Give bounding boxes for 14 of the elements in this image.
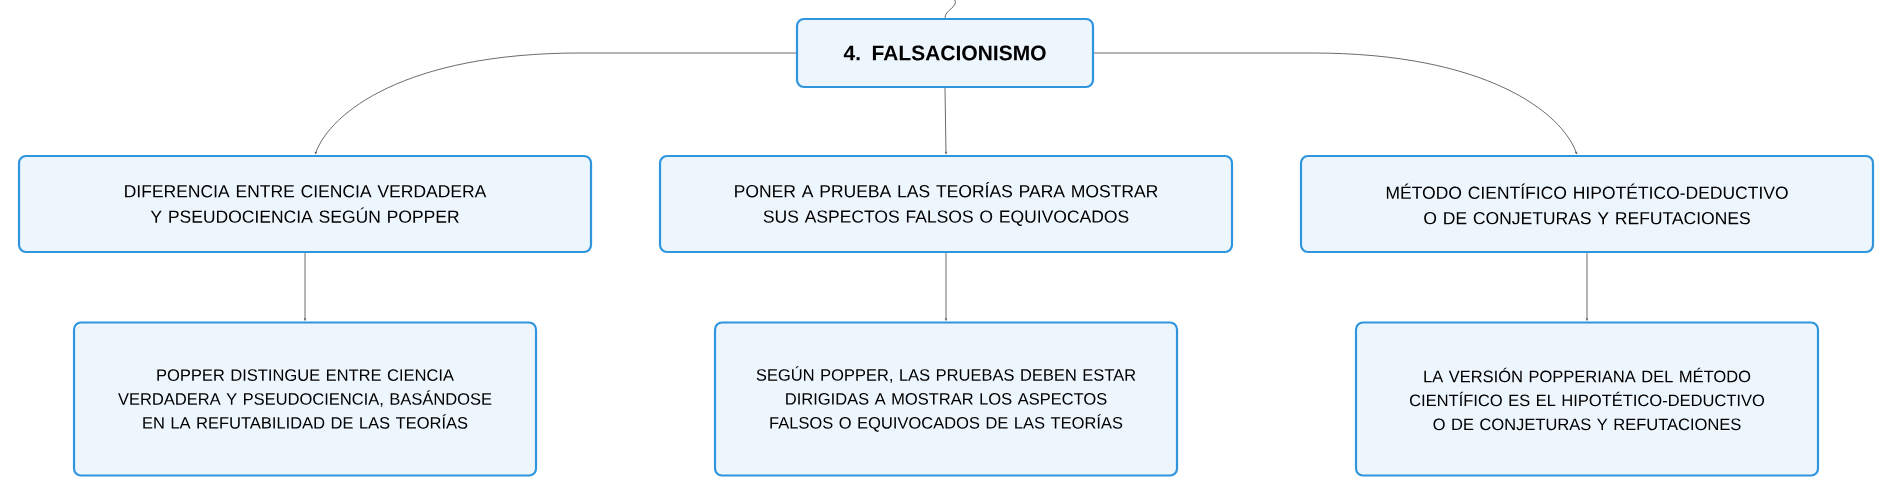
connector [944,0,956,19]
connector [1585,252,1589,321]
connector [314,52,797,155]
topic-box: 4. FALSACIONISMO [795,17,1095,89]
concept-box: MÉTODO CIENTÍFICO HIPOTÉTICO-DEDUCTIVO O DE CONJETURAS Y REFUTACIONES [1299,154,1875,254]
connector [1093,52,1578,155]
concept-box: PONER A PRUEBA LAS TEORÍAS PARA MOSTRAR SUS ASPECTOS FALSOS O EQUIVOCADOS [658,154,1234,254]
connector [944,252,948,321]
connector [944,87,948,155]
connector [303,252,307,321]
concept-box: DIFERENCIA ENTRE CIENCIA VERDADERA Y PSEUDOCIENCIA SEGÚN POPPER [17,154,593,254]
concept-box: SEGÚN POPPER, LAS PRUEBAS DEBEN ESTAR DIRIGIDAS A MOSTRAR LOS ASPECTOS FALSOS O EQUIVOCADOS DE LAS TEORÍAS [713,321,1179,477]
concept-box: POPPER DISTINGUE ENTRE CIENCIA VERDADERA Y PSEUDOCIENCIA, BASÁNDOSE EN LA REFUTABILIDAD DE LAS TEORÍAS [72,321,538,477]
concept-box: LA VERSIÓN POPPERIANA DEL MÉTODO CIENTÍFICO ES EL HIPOTÉTICO-DEDUCTIVO O DE CONJETURAS Y REFUTACIONES [1354,321,1820,477]
